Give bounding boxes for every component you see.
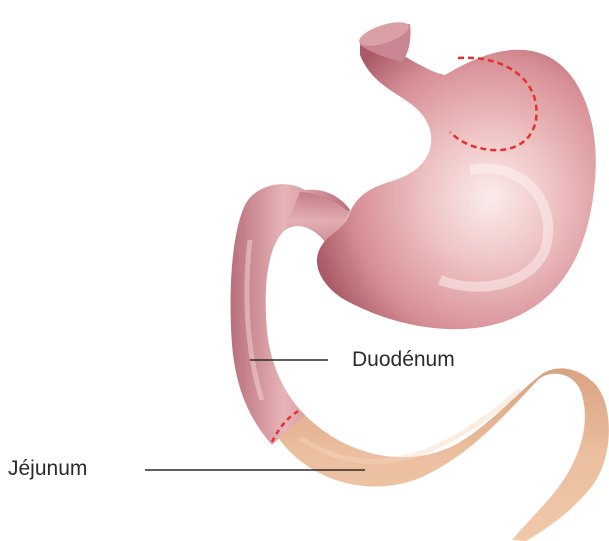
duodenum-label: Duodénum <box>352 349 455 370</box>
jejunum-label: Jéjunum <box>8 458 87 479</box>
jejunum-shape <box>272 368 609 541</box>
